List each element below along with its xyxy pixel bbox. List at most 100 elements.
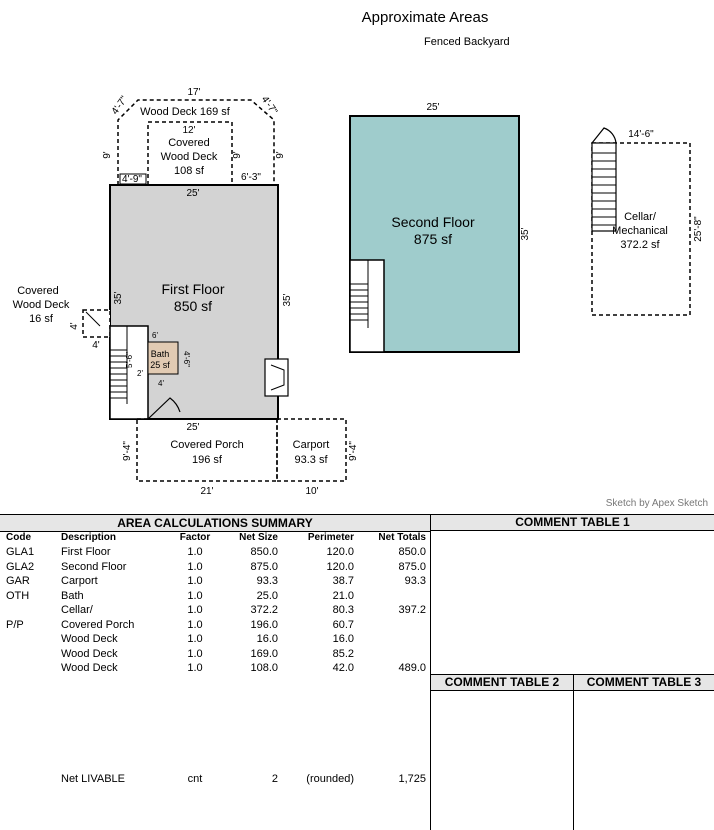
dim-4-b: 4' bbox=[92, 340, 100, 351]
dim-4-a: 4' bbox=[69, 322, 80, 330]
dim-25-bottom: 25' bbox=[186, 422, 199, 433]
cell-factor: 1.0 bbox=[187, 633, 203, 645]
cell-perim: 16.0 bbox=[332, 633, 354, 645]
bath-area: 25 sf bbox=[150, 360, 170, 370]
cell-perim: 42.0 bbox=[332, 662, 354, 674]
dim-35-right: 35' bbox=[282, 293, 293, 306]
dim-2: 2' bbox=[137, 369, 143, 378]
carport-area: 93.3 sf bbox=[294, 454, 328, 466]
footer-net: 2 bbox=[271, 773, 278, 785]
cellar-area: 372.2 sf bbox=[620, 239, 660, 251]
cell-factor: 1.0 bbox=[187, 546, 203, 558]
sketch-credit: Sketch by Apex Sketch bbox=[605, 498, 708, 509]
dim-4-c: 4' bbox=[158, 379, 164, 388]
dim-4-9: 4'-9" bbox=[122, 174, 142, 185]
cell-perim: 80.3 bbox=[332, 604, 354, 616]
comment-table-1-title: COMMENT TABLE 1 bbox=[431, 514, 714, 531]
summary-header-row: Code Description Factor Net Size Perimet… bbox=[0, 531, 430, 545]
cell-total: 875.0 bbox=[398, 560, 426, 573]
covered-deck-left-label-2: Wood Deck bbox=[13, 299, 70, 311]
cellar-label-1: Cellar/ bbox=[624, 211, 657, 223]
dim-9-b: 9' bbox=[232, 151, 243, 159]
fireplace bbox=[264, 358, 289, 397]
cell-net: 875.0 bbox=[250, 560, 278, 573]
covered-deck-left-outline bbox=[82, 309, 111, 338]
cell-net: 25.0 bbox=[256, 589, 278, 602]
summary-footer-row: Net LIVABLE cnt 2 (rounded) 1,725 bbox=[0, 772, 430, 786]
second-floor-label: Second Floor bbox=[391, 214, 475, 230]
floor-plan-sketch: First Floor 850 sf Second Floor 875 sf C… bbox=[13, 87, 704, 497]
cell-desc: Second Floor bbox=[61, 560, 127, 573]
cell-desc: Cellar/ bbox=[61, 604, 93, 616]
dim-5-6: 5'-6" bbox=[125, 352, 134, 368]
comment-table-2-title: COMMENT TABLE 2 bbox=[431, 674, 573, 691]
covered-deck-top-outline bbox=[147, 121, 233, 186]
cell-code: GAR bbox=[6, 575, 30, 587]
dim-6-3: 6'-3" bbox=[241, 172, 261, 183]
entry-door-swing bbox=[147, 397, 181, 420]
cell-perim: 60.7 bbox=[332, 618, 354, 631]
cell-perim: 38.7 bbox=[332, 575, 354, 587]
footer-total: 1,725 bbox=[398, 773, 426, 785]
carport-label: Carport bbox=[293, 439, 330, 451]
covered-deck-top-area: 108 sf bbox=[174, 165, 205, 177]
dim-12: 12' bbox=[182, 125, 195, 136]
dim-25-top: 25' bbox=[186, 188, 199, 199]
carport-outline bbox=[276, 418, 347, 482]
cell-factor: 1.0 bbox=[187, 589, 203, 602]
cell-code: OTH bbox=[6, 589, 30, 602]
wood-deck-top-label: Wood Deck 169 sf bbox=[140, 106, 231, 118]
footer-factor: cnt bbox=[187, 773, 203, 785]
cell-net: 16.0 bbox=[256, 633, 278, 645]
cell-net: 372.2 bbox=[250, 604, 278, 616]
cell-net: 93.3 bbox=[256, 575, 278, 587]
footer-perim: (rounded) bbox=[306, 773, 354, 785]
first-floor-area: 850 sf bbox=[174, 298, 212, 314]
cell-code: GLA1 bbox=[6, 546, 35, 558]
cell-desc: Covered Porch bbox=[61, 618, 135, 631]
area-summary-table: AREA CALCULATIONS SUMMARY Code Descripti… bbox=[0, 514, 431, 830]
fireplace-inner bbox=[270, 364, 285, 391]
page-subtitle: Fenced Backyard bbox=[424, 36, 510, 48]
cell-desc: Wood Deck bbox=[61, 662, 118, 674]
cell-net: 169.0 bbox=[250, 647, 278, 660]
dim-9-4-right: 9'-4" bbox=[348, 441, 359, 461]
dim-4-7-left: 4'-7" bbox=[110, 94, 131, 117]
cell-code: GLA2 bbox=[6, 560, 35, 573]
dim-35-second: 35' bbox=[520, 227, 531, 240]
table-top-border bbox=[0, 514, 714, 515]
cell-total: 397.2 bbox=[398, 604, 426, 616]
summary-title: AREA CALCULATIONS SUMMARY bbox=[0, 514, 430, 532]
col-perimeter: Perimeter bbox=[307, 532, 354, 543]
dim-35-left: 35' bbox=[113, 291, 124, 304]
cellar-outline bbox=[591, 142, 691, 316]
second-floor-stairs bbox=[349, 259, 385, 353]
cell-total: 489.0 bbox=[398, 662, 426, 674]
dim-17: 17' bbox=[187, 87, 200, 98]
col-factor: Factor bbox=[179, 532, 211, 543]
cell-perim: 85.2 bbox=[332, 647, 354, 660]
cell-factor: 1.0 bbox=[187, 575, 203, 587]
stair-treads bbox=[110, 326, 128, 404]
dim-9-c: 9' bbox=[275, 151, 286, 159]
col-net-totals: Net Totals bbox=[378, 532, 426, 543]
cell-factor: 1.0 bbox=[187, 662, 203, 674]
covered-deck-left-area: 16 sf bbox=[29, 313, 54, 325]
covered-deck-top-label-1: Covered bbox=[168, 137, 210, 149]
cell-desc: First Floor bbox=[61, 546, 111, 558]
cell-factor: 1.0 bbox=[187, 647, 203, 660]
second-stair-treads bbox=[350, 260, 369, 328]
col-code: Code bbox=[6, 532, 31, 543]
dim-4-7-right: 4'-7" bbox=[259, 94, 280, 117]
cell-net: 196.0 bbox=[250, 618, 278, 631]
dim-10: 10' bbox=[305, 486, 318, 497]
cellar-label-2: Mechanical bbox=[612, 225, 668, 237]
cell-total: 850.0 bbox=[398, 546, 426, 558]
